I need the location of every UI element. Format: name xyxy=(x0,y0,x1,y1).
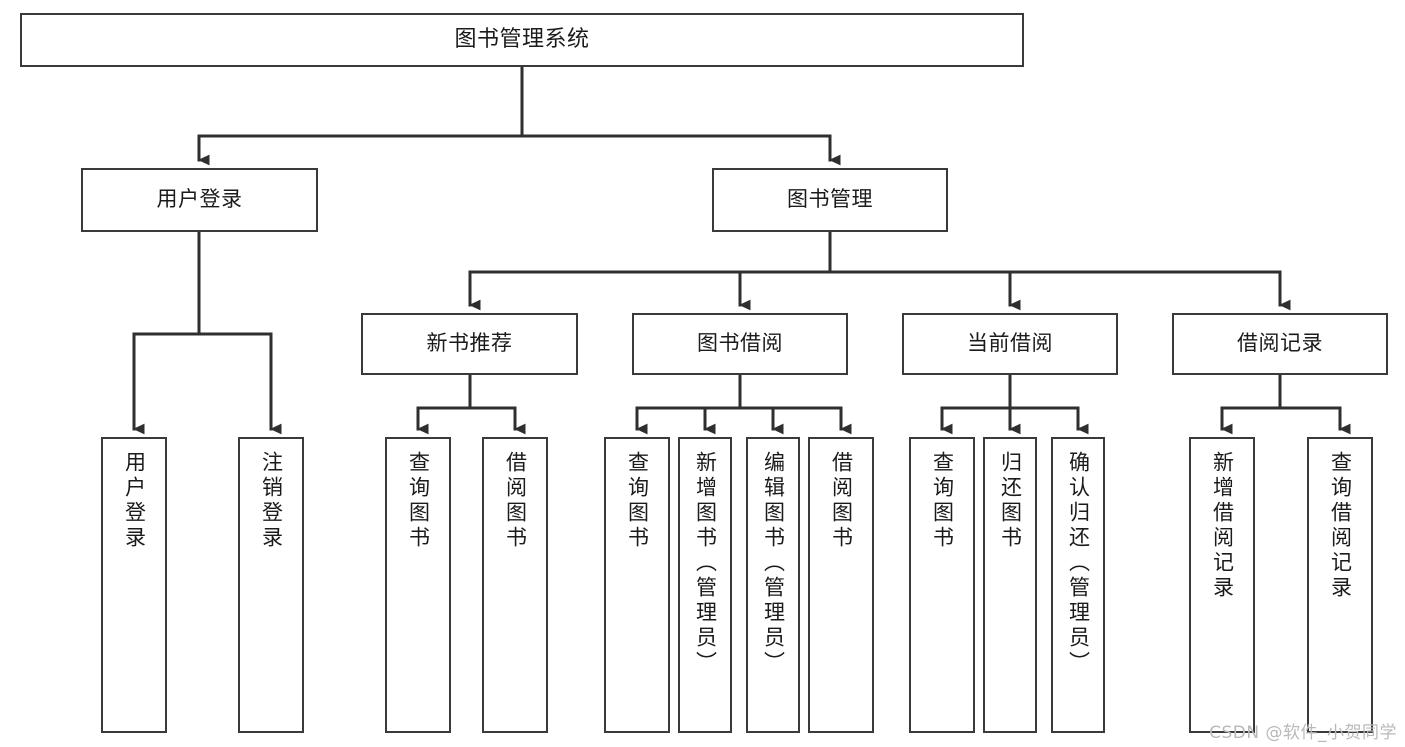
node-label: 用户登录 xyxy=(122,451,147,551)
node-label: 用户登录 xyxy=(156,187,243,212)
node-label: 确认归还（管理员） xyxy=(1066,451,1091,676)
node-label: 查询借阅记录 xyxy=(1328,451,1353,601)
leaf-query-book-borrow[interactable]: 查询图书 xyxy=(604,437,670,733)
node-label: 借阅图书 xyxy=(503,451,528,551)
node-user-login[interactable]: 用户登录 xyxy=(81,168,318,232)
node-label: 借阅记录 xyxy=(1237,331,1323,356)
leaf-query-book-current[interactable]: 查询图书 xyxy=(909,437,975,733)
node-label: 当前借阅 xyxy=(967,331,1053,356)
node-label: 注销登录 xyxy=(259,451,284,551)
leaf-add-borrow-record[interactable]: 新增借阅记录 xyxy=(1189,437,1255,733)
node-current-borrow[interactable]: 当前借阅 xyxy=(902,313,1118,375)
node-label: 图书借阅 xyxy=(697,331,783,356)
leaf-query-book-recommend[interactable]: 查询图书 xyxy=(385,437,451,733)
leaf-add-book-admin[interactable]: 新增图书（管理员） xyxy=(678,437,732,733)
leaf-confirm-return-admin[interactable]: 确认归还（管理员） xyxy=(1051,437,1105,733)
leaf-return-book[interactable]: 归还图书 xyxy=(983,437,1037,733)
node-label: 图书管理 xyxy=(787,187,873,212)
leaf-user-login[interactable]: 用户登录 xyxy=(101,437,167,733)
node-label: 查询图书 xyxy=(930,451,955,551)
node-label: 查询图书 xyxy=(625,451,650,551)
leaf-edit-book-admin[interactable]: 编辑图书（管理员） xyxy=(746,437,800,733)
node-label: 编辑图书（管理员） xyxy=(761,451,786,676)
node-label: 新书推荐 xyxy=(426,331,513,356)
leaf-borrow-book-borrow[interactable]: 借阅图书 xyxy=(808,437,874,733)
node-label: 查询图书 xyxy=(406,451,431,551)
node-root-book-management-system[interactable]: 图书管理系统 xyxy=(20,13,1024,67)
node-label: 借阅图书 xyxy=(829,451,854,551)
node-label: 新增借阅记录 xyxy=(1210,451,1235,601)
node-label: 新增图书（管理员） xyxy=(693,451,718,676)
node-label: 图书管理系统 xyxy=(454,26,590,52)
node-label: 归还图书 xyxy=(998,451,1023,551)
csdn-watermark: CSDN @软件_小贺同学 xyxy=(1209,723,1397,743)
node-new-book-recommend[interactable]: 新书推荐 xyxy=(361,313,578,375)
leaf-logout-login[interactable]: 注销登录 xyxy=(238,437,304,733)
node-book-borrow[interactable]: 图书借阅 xyxy=(632,313,848,375)
leaf-query-borrow-record[interactable]: 查询借阅记录 xyxy=(1307,437,1373,733)
leaf-borrow-book-recommend[interactable]: 借阅图书 xyxy=(482,437,548,733)
node-book-management[interactable]: 图书管理 xyxy=(712,168,948,232)
node-borrow-record[interactable]: 借阅记录 xyxy=(1172,313,1388,375)
